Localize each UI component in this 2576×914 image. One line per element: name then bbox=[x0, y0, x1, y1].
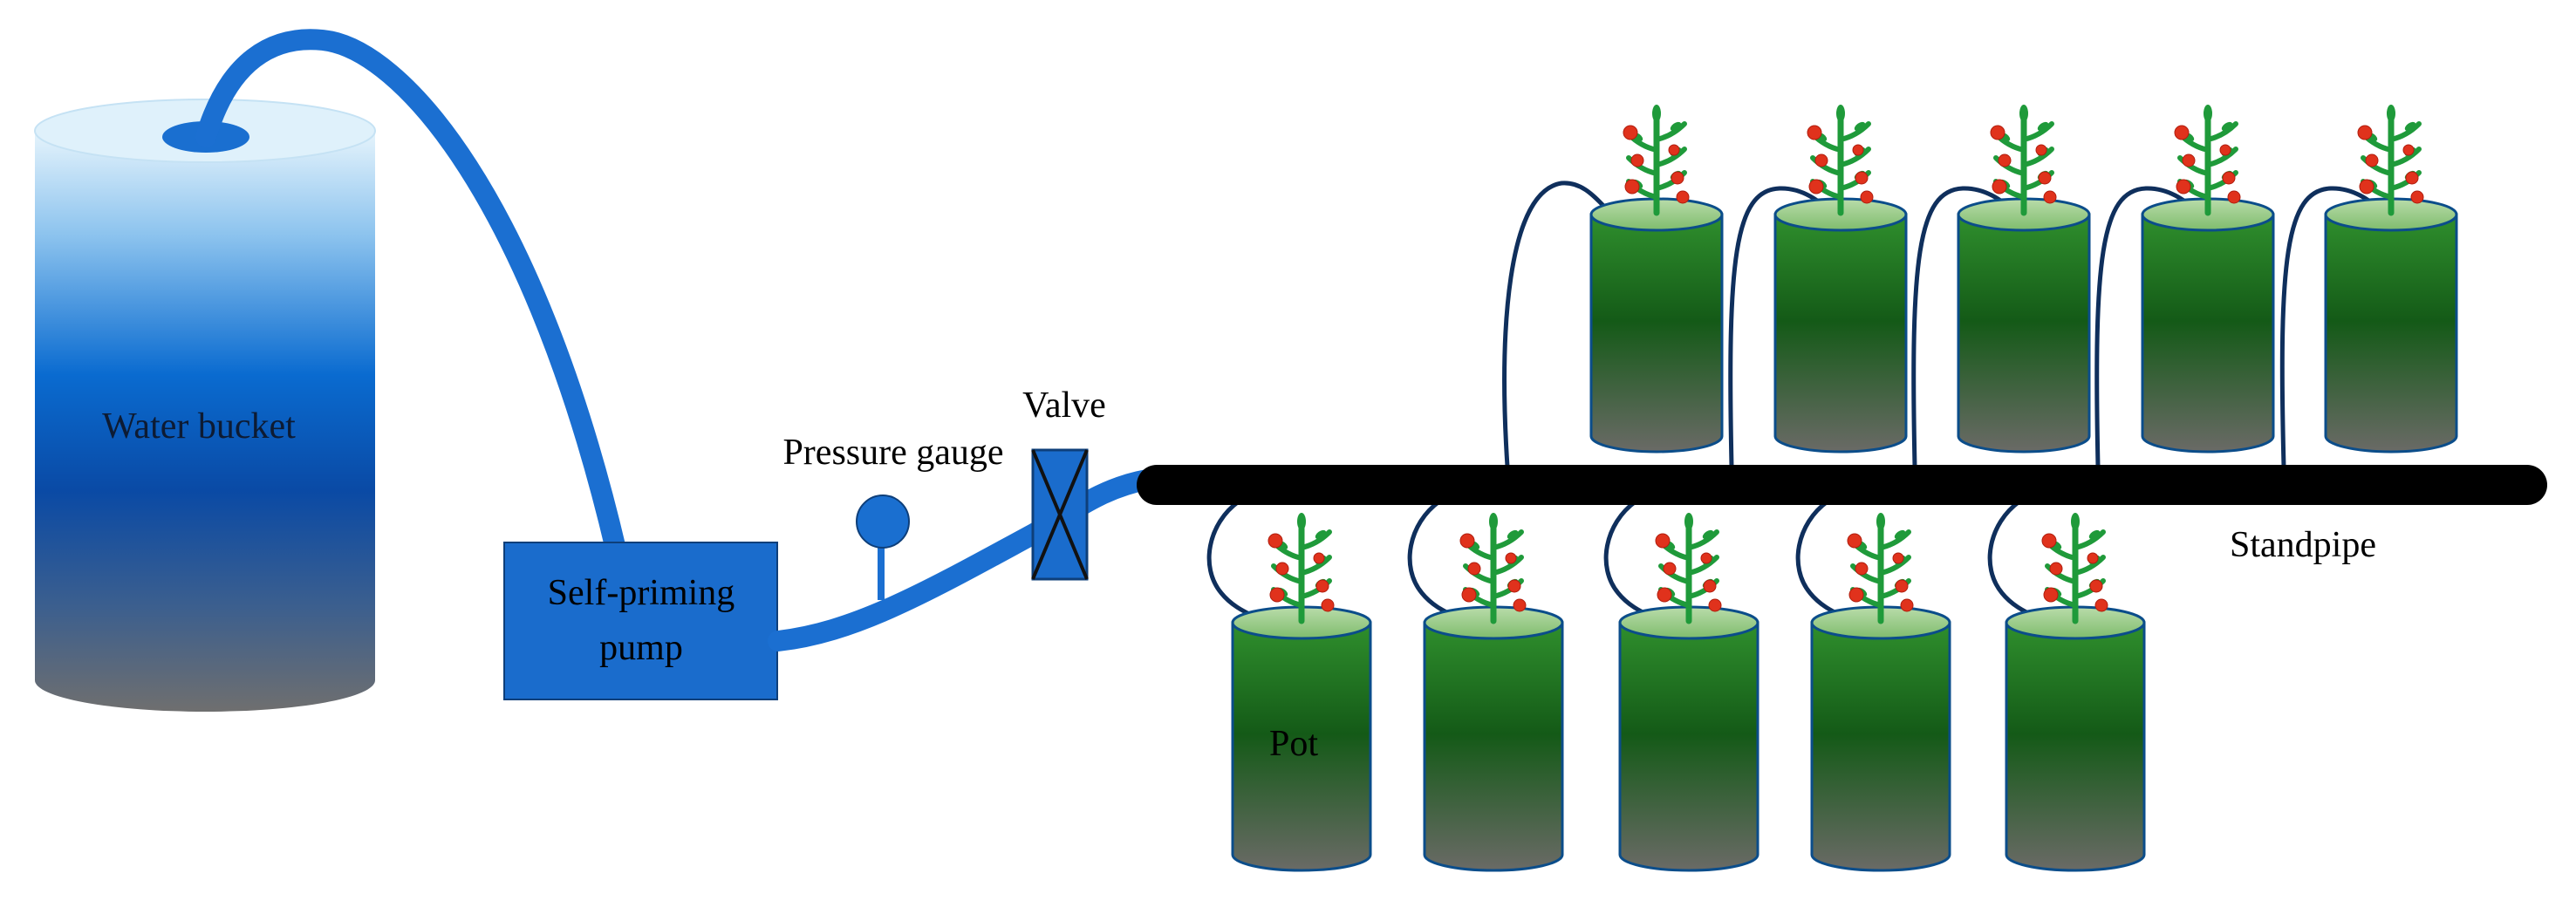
pressure-gauge bbox=[856, 495, 910, 600]
pot bbox=[1589, 197, 1724, 454]
tomato-plant-icon bbox=[1268, 513, 1335, 624]
pot bbox=[2005, 605, 2146, 872]
tomato-plant-icon bbox=[1847, 513, 1914, 624]
tomato-plants bbox=[1268, 105, 2424, 624]
tomato-plant-icon bbox=[1807, 105, 1874, 216]
standpipe-label: Standpipe bbox=[2230, 525, 2376, 565]
valve-label: Valve bbox=[1022, 385, 1106, 426]
tomato-plant-icon bbox=[1655, 513, 1722, 624]
pots-upper-row bbox=[1589, 197, 2458, 454]
tomato-plant-icon bbox=[2041, 513, 2108, 624]
pot bbox=[1618, 605, 1759, 872]
water-bucket-label: Water bucket bbox=[102, 406, 296, 447]
water-bucket bbox=[34, 99, 376, 712]
tomato-plant-icon bbox=[2174, 105, 2241, 216]
tomato-plant-icon bbox=[1459, 513, 1527, 624]
pot bbox=[2324, 197, 2458, 454]
tomato-plant-icon bbox=[1623, 105, 1690, 216]
pump-label-line1: Self-priming bbox=[548, 573, 735, 613]
pots-lower-row bbox=[1231, 605, 2146, 872]
self-priming-pump bbox=[503, 542, 778, 700]
pot-label: Pot bbox=[1269, 724, 1318, 764]
tomato-plant-icon bbox=[1990, 105, 2057, 216]
tomato-plant-icon bbox=[2357, 105, 2424, 216]
pot bbox=[1773, 197, 1908, 454]
pot bbox=[1231, 605, 1372, 872]
pot bbox=[1810, 605, 1951, 872]
pressure-gauge-label: Pressure gauge bbox=[782, 433, 1003, 473]
pot bbox=[1423, 605, 1564, 872]
pot bbox=[2141, 197, 2275, 454]
pot bbox=[1957, 197, 2091, 454]
valve bbox=[1031, 448, 1089, 581]
delivery-hose bbox=[768, 469, 1158, 651]
suction-hose bbox=[195, 29, 626, 560]
pump-label-line2: pump bbox=[599, 628, 683, 668]
